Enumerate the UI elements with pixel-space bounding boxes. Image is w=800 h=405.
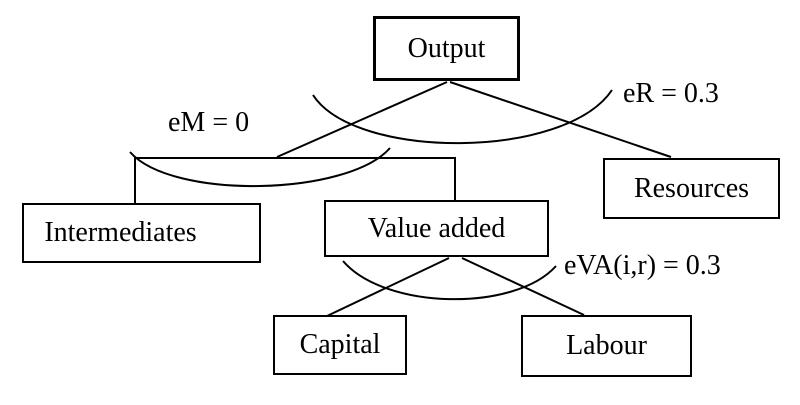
arc-intermediates-nest [129,147,391,187]
node-labour-label: Labour [566,330,647,361]
arc-top-nest [312,89,613,145]
label-er: eR = 0.3 [623,78,719,109]
node-capital-label: Capital [299,329,381,360]
node-capital: Capital [273,315,407,375]
node-intermediates: Intermediates [22,203,261,263]
node-resources: Resources [603,158,780,219]
label-em: eM = 0 [168,107,250,138]
edge-output-to-resources [449,81,672,158]
node-output-label: Output [407,32,486,64]
node-labour: Labour [521,315,692,377]
arc-value-added-nest [342,260,557,301]
label-eva: eVA(i,r) = 0.3 [564,250,721,281]
node-intermediates-label: Intermediates [44,217,197,248]
edge-output-to-bracket [276,81,448,158]
edge-value-added-to-capital [326,257,450,317]
node-value-added-label: Value added [367,212,506,244]
node-output: Output [373,16,520,81]
node-resources-label: Resources [633,172,750,204]
node-value-added: Value added [324,200,549,257]
